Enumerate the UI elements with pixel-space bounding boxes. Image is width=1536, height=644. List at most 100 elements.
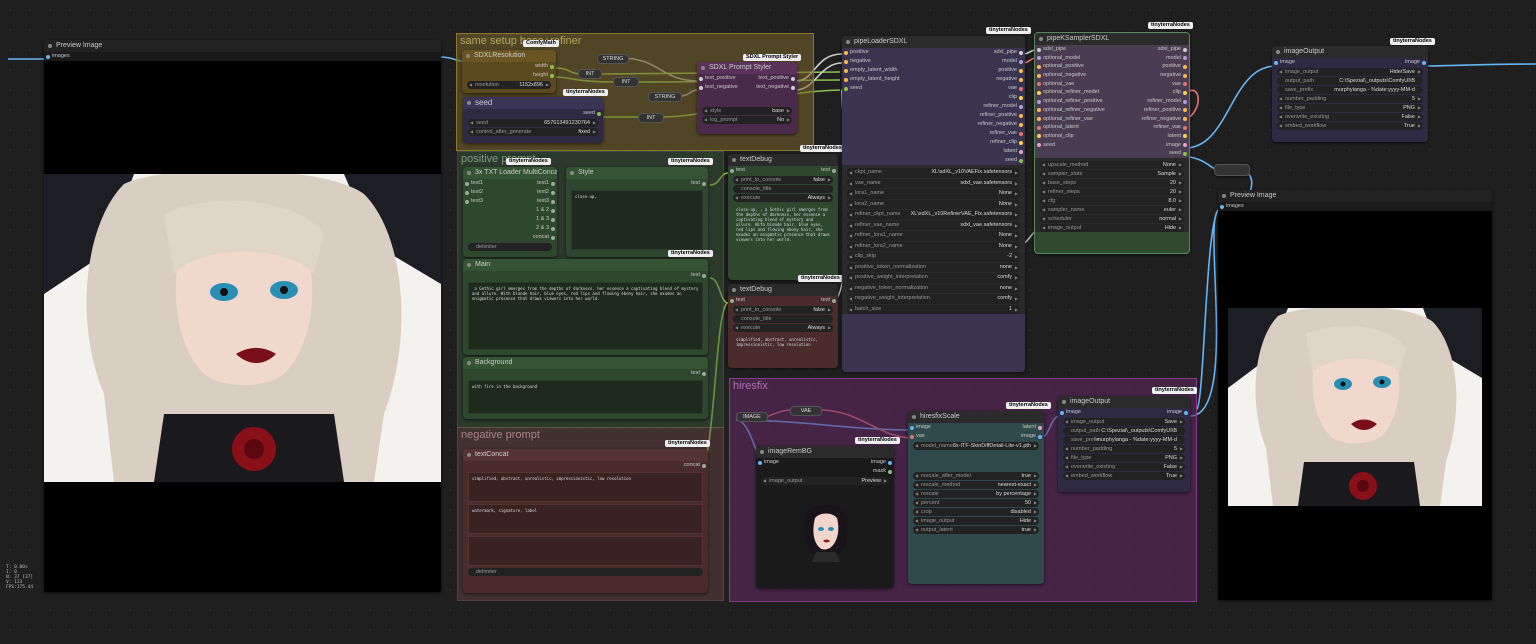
background-textarea[interactable]: with fire in the background bbox=[468, 380, 703, 414]
input-dot[interactable] bbox=[758, 460, 762, 465]
output-dot[interactable] bbox=[1183, 73, 1187, 78]
reroute-node[interactable] bbox=[1214, 164, 1250, 176]
delimiter-widget[interactable]: delimiter bbox=[468, 243, 552, 251]
input-dot[interactable] bbox=[1037, 47, 1041, 52]
output-dot[interactable] bbox=[888, 460, 892, 465]
input-dot[interactable] bbox=[1274, 60, 1278, 65]
input-dot[interactable] bbox=[1037, 82, 1041, 87]
output-dot[interactable] bbox=[1038, 434, 1042, 439]
output-dot[interactable] bbox=[1019, 158, 1023, 163]
output-dot[interactable] bbox=[1183, 108, 1187, 113]
input-dot[interactable] bbox=[844, 77, 848, 82]
preview-image-node-left[interactable]: Preview Image images bbox=[44, 40, 441, 592]
reroute-string[interactable]: STRING bbox=[648, 92, 682, 102]
input-dot[interactable] bbox=[844, 68, 848, 73]
output-dot[interactable] bbox=[791, 85, 795, 90]
output-dot[interactable] bbox=[702, 181, 706, 186]
output-dot[interactable] bbox=[1019, 86, 1023, 91]
input-dot[interactable] bbox=[844, 86, 848, 91]
console-title-widget[interactable]: console_title bbox=[733, 185, 833, 193]
preview-image-node-right[interactable]: Preview Image images bbox=[1218, 190, 1492, 600]
output-dot[interactable] bbox=[1183, 125, 1187, 130]
output-dot[interactable] bbox=[1019, 68, 1023, 73]
output-dot[interactable] bbox=[1183, 90, 1187, 95]
input-dot[interactable] bbox=[1037, 117, 1041, 121]
output-dot[interactable] bbox=[1019, 59, 1023, 64]
text2-textarea[interactable]: watermark, signature, label bbox=[468, 504, 703, 534]
output-dot[interactable] bbox=[1038, 425, 1042, 430]
reroute-image[interactable]: IMAGE bbox=[736, 412, 768, 422]
input-dot[interactable] bbox=[1220, 204, 1224, 209]
output-dot[interactable] bbox=[551, 199, 555, 204]
widget-4[interactable]: refiner_ckpt_nameXL\sdXL_v10RefinerVAE_F… bbox=[847, 210, 1020, 220]
output-dot[interactable] bbox=[791, 76, 795, 81]
style-textarea[interactable]: close-up, bbox=[571, 190, 703, 250]
output-dot[interactable] bbox=[597, 111, 601, 116]
input-dot[interactable] bbox=[1037, 108, 1041, 113]
input-dot[interactable] bbox=[844, 59, 848, 64]
input-dot[interactable] bbox=[1037, 99, 1041, 104]
delimiter-widget[interactable]: delimiter bbox=[468, 568, 703, 576]
input-dot[interactable] bbox=[465, 181, 469, 186]
output-dot[interactable] bbox=[1019, 140, 1023, 145]
main-text-node[interactable]: tinyterraNodes Main text a Gothic girl e… bbox=[463, 259, 708, 355]
input-dot[interactable] bbox=[46, 54, 50, 59]
reroute-vae[interactable]: VAE bbox=[790, 406, 822, 416]
output-dot[interactable] bbox=[551, 208, 555, 213]
output-dot[interactable] bbox=[1183, 47, 1187, 52]
output-dot[interactable] bbox=[702, 273, 706, 278]
input-dot[interactable] bbox=[844, 50, 848, 55]
reroute-int[interactable]: INT bbox=[613, 77, 639, 87]
sdxl-resolution-node[interactable]: ComfyMath SDXLResolution width height re… bbox=[462, 50, 556, 93]
text3-textarea[interactable] bbox=[468, 536, 703, 566]
input-dot[interactable] bbox=[1037, 134, 1041, 139]
output-dot[interactable] bbox=[551, 217, 555, 222]
widget-8[interactable]: clip_skip-2 bbox=[847, 252, 1020, 262]
output-dot[interactable] bbox=[1183, 82, 1187, 87]
input-dot[interactable] bbox=[1037, 56, 1041, 61]
reroute-int[interactable]: INT bbox=[578, 69, 602, 79]
output-dot[interactable] bbox=[1019, 113, 1023, 118]
output-dot[interactable] bbox=[1019, 149, 1023, 154]
output-dot[interactable] bbox=[1183, 143, 1187, 148]
main-textarea[interactable]: a Gothic girl emerges from the depths of… bbox=[468, 282, 703, 350]
